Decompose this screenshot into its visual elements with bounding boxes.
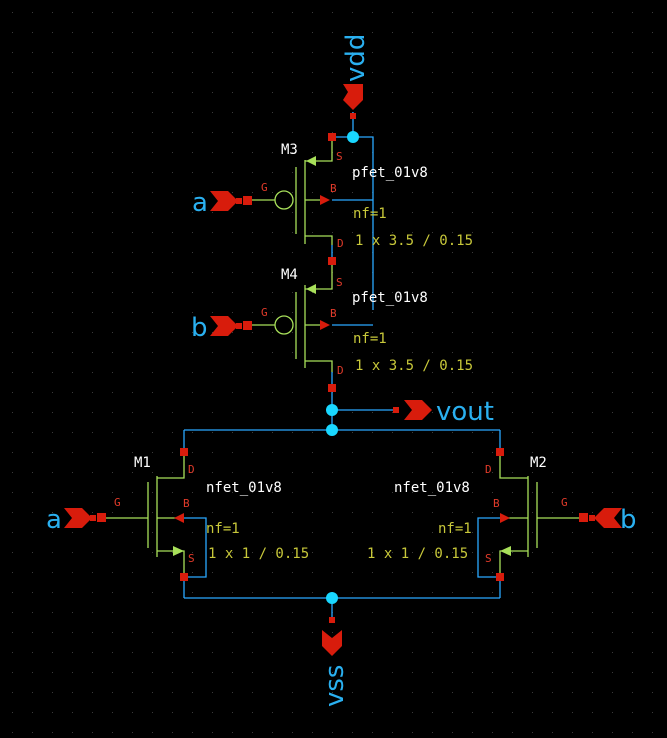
m2-nf: nf=1 <box>438 521 472 537</box>
wires <box>183 112 501 620</box>
m3-pin-d: D <box>337 237 344 250</box>
m1-pin-g: G <box>114 496 121 509</box>
m3-instance: M3 <box>281 142 298 158</box>
m4-instance: M4 <box>281 267 298 283</box>
net-label-vdd: vdd <box>341 34 371 82</box>
pin-m4-d <box>328 384 336 392</box>
pin-squares <box>90 113 595 623</box>
b-top-pin-icon <box>210 316 238 336</box>
m1-instance: M1 <box>134 455 151 471</box>
vdd-pin-icon <box>343 84 363 110</box>
m4-size: 1 x 3.5 / 0.15 <box>355 358 473 374</box>
net-label-b-bottom: b <box>620 505 637 535</box>
io-pins[interactable] <box>64 84 622 656</box>
wire-m2-bulk <box>477 517 500 578</box>
nmos-m2-source-arrow <box>500 546 511 556</box>
junction-nmos-bottom <box>326 592 338 604</box>
pin-vout <box>393 407 399 413</box>
nmos-m1-symbol[interactable] <box>106 452 185 577</box>
junctions <box>326 131 359 604</box>
a-bottom-pin-icon <box>64 508 92 528</box>
m3-pin-s: S <box>336 150 343 163</box>
m2-model: nfet_01v8 <box>394 480 470 496</box>
net-label-a-top: a <box>192 188 208 218</box>
m4-pin-s: S <box>336 276 343 289</box>
pmos-m4-source-arrow <box>306 284 316 294</box>
pmos-m4-bulk-arrow <box>320 320 330 330</box>
m2-pin-g: G <box>561 496 568 509</box>
pin-b-top <box>236 323 242 329</box>
m2-instance: M2 <box>530 455 547 471</box>
m2-pin-s: S <box>485 552 492 565</box>
pin-m1-d <box>180 448 188 456</box>
m4-pin-b: B <box>330 307 337 320</box>
pin-a-top <box>236 198 242 204</box>
wire-vdd-rail <box>332 136 374 310</box>
m4-pin-d: D <box>337 364 344 377</box>
net-label-a-bottom: a <box>46 505 62 535</box>
pin-m2-g <box>579 513 588 522</box>
m3-model: pfet_01v8 <box>352 165 428 181</box>
m3-nf: nf=1 <box>353 206 387 222</box>
junction-vout <box>326 404 338 416</box>
m3-pin-g: G <box>261 181 268 194</box>
m1-pin-b: B <box>183 497 190 510</box>
m1-nf: nf=1 <box>206 521 240 537</box>
nmos-m1-bulk-arrow <box>174 513 184 523</box>
net-label-vss: vss <box>320 665 350 707</box>
m2-pin-d: D <box>485 463 492 476</box>
nmos-m2-symbol[interactable] <box>499 452 579 577</box>
m2-pin-b: B <box>493 497 500 510</box>
m4-pin-g: G <box>261 306 268 319</box>
nmos-m2-bulk-arrow <box>500 513 510 523</box>
pin-m3-g <box>243 196 252 205</box>
pin-m4-g <box>243 321 252 330</box>
a-top-pin-icon <box>210 191 238 211</box>
net-label-b-top: b <box>191 313 208 343</box>
pin-vdd <box>350 113 356 119</box>
m1-model: nfet_01v8 <box>206 480 282 496</box>
pmos-m3-source-arrow <box>306 156 316 166</box>
wire-m1-bulk <box>184 517 207 578</box>
m1-pin-s: S <box>188 552 195 565</box>
vout-pin-icon <box>404 400 432 420</box>
vss-pin-icon <box>322 630 342 656</box>
pin-b-bottom <box>589 515 595 521</box>
m4-nf: nf=1 <box>353 331 387 347</box>
m1-pin-d: D <box>188 463 195 476</box>
nmos-m1-source-arrow <box>173 546 184 556</box>
pin-m2-d <box>496 448 504 456</box>
net-label-vout: vout <box>436 397 494 427</box>
pmos-m3-bulk-arrow <box>320 195 330 205</box>
junction-nmos-top <box>326 424 338 436</box>
pmos-m3-symbol[interactable] <box>252 137 333 245</box>
pin-vss <box>329 617 335 623</box>
m1-size: 1 x 1 / 0.15 <box>208 546 309 562</box>
m3-pin-b: B <box>330 182 337 195</box>
m4-model: pfet_01v8 <box>352 290 428 306</box>
pin-m1-g <box>97 513 106 522</box>
b-bottom-pin-icon <box>594 508 622 528</box>
pin-m3-d <box>328 257 336 265</box>
m2-size: 1 x 1 / 0.15 <box>367 546 468 562</box>
pin-m3-s <box>328 133 336 141</box>
m3-size: 1 x 3.5 / 0.15 <box>355 233 473 249</box>
pin-a-bottom <box>90 515 96 521</box>
pin-m1-s <box>180 573 188 581</box>
junction-vdd <box>347 131 359 143</box>
pin-m2-s <box>496 573 504 581</box>
